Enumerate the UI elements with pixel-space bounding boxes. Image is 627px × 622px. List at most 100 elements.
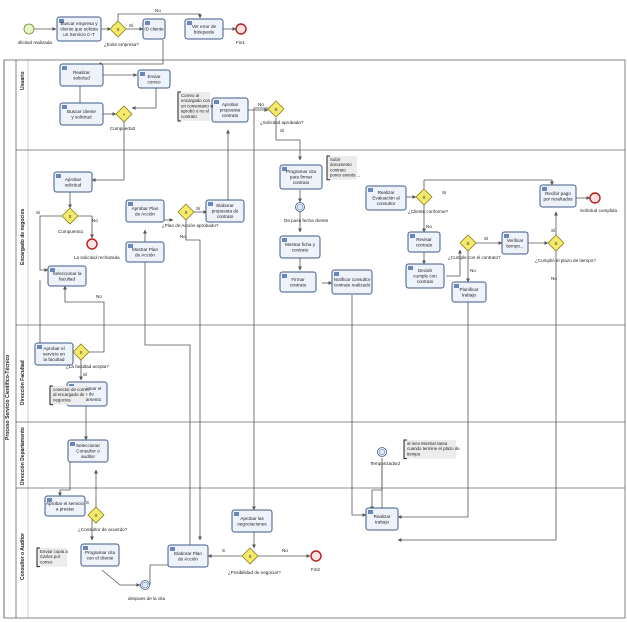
task-label-line: contrato (292, 247, 309, 252)
task-label-line: Recibir pago (545, 191, 571, 196)
annotation-line: conector de correo (53, 387, 90, 392)
task-label-line: Aprobar el servicio (46, 501, 84, 506)
annotation-line: poner events ... (330, 173, 360, 178)
user-task-icon (334, 272, 339, 276)
task-label-line: Enviar (147, 74, 160, 79)
gateway-cumplio-plazo: X ¿Cumplió el plazo de tiempo? (535, 234, 596, 263)
user-task-icon (542, 187, 547, 191)
end-event-fin2: Fin2 (310, 550, 322, 572)
task-label-line: de Acción (135, 211, 155, 216)
task-label-line: Elaborar Plan (174, 551, 202, 556)
user-task-icon (70, 442, 75, 446)
lane-label-departamento: Dirección Departamento (20, 427, 26, 485)
annotation-line: tiempo (407, 451, 421, 456)
task-label-line: auditor (81, 454, 96, 459)
task-label-line: tiempo... (506, 243, 524, 248)
task-label-line: cliente que solicita (60, 27, 98, 32)
user-task-icon (410, 234, 415, 238)
lane-label-encargado: Encargado de negocios (20, 208, 26, 265)
user-task-icon (37, 345, 42, 349)
gateway-facultad-acepta: X ¿La facultad acepta? (66, 343, 109, 369)
svg-text:X: X (184, 210, 187, 215)
gateway-compuerta1: X Compuerta1 (58, 207, 84, 234)
task-label-line: de Acción (135, 252, 155, 257)
svg-text:Sí: Sí (36, 210, 41, 215)
pool: Proceso Servicio Científico-Técnico (3, 59, 626, 619)
user-task-icon (187, 21, 192, 25)
task-label-line: contrato (217, 214, 234, 219)
task-verificar-tiempo[interactable]: Verificartiempo... (501, 231, 529, 255)
svg-text:¿Exite empresa?: ¿Exite empresa? (104, 42, 139, 47)
task-label-line: jefe de (79, 392, 94, 397)
task-label-line: Realizar (374, 514, 391, 519)
task-label-line: Buscar empresa y (60, 21, 98, 26)
annotation-line: negocios (53, 397, 71, 402)
task-label-line: un Servicio C-T (63, 32, 95, 37)
task-label-line: departamento (73, 397, 102, 402)
svg-text:X: X (554, 241, 557, 246)
gateway-cliente-conforme: X ¿Cliente conforme? (408, 188, 449, 214)
task-label-line: solicitud (73, 75, 90, 80)
user-task-icon (59, 19, 64, 23)
svg-text:¿Cliente conforme?: ¿Cliente conforme? (408, 209, 449, 214)
task-label-line: Realizar (73, 70, 90, 75)
user-task-icon (454, 284, 459, 288)
task-label-line: servicio en (43, 352, 65, 357)
svg-text:Sí: Sí (551, 228, 556, 233)
timer-event-cita: despues de la cita (128, 580, 165, 601)
user-task-icon (214, 100, 219, 104)
task-label-line: consultor (377, 201, 396, 206)
task-id-cliente[interactable]: ID cliente (142, 18, 166, 40)
lanes: Usuario Encargado de negocios Dirección … (16, 60, 625, 618)
task-label-line: Aprobar (222, 102, 239, 107)
task-label-line: contrato (290, 282, 307, 287)
task-label-line: búsqueda (194, 29, 215, 34)
task-label-line: ID cliente (144, 27, 164, 32)
task-label-line: Aprobar (65, 177, 82, 182)
user-task-icon (170, 547, 175, 551)
task-label-line: trabajo (375, 519, 389, 524)
svg-text:Compuerta1: Compuerta1 (58, 229, 84, 234)
user-task-icon (62, 105, 67, 109)
svg-text:Fin1: Fin1 (236, 40, 245, 45)
gateway-cumple-contrato: X ¿Cumple con el contrato? (448, 234, 501, 260)
svg-text:No: No (258, 102, 264, 107)
task-label-line: Realizar (378, 190, 395, 195)
svg-text:¿Consultor de acuerdo?: ¿Consultor de acuerdo? (78, 527, 128, 532)
task-label-line: Consultor o (76, 449, 100, 454)
svg-text:¿Plan de Acción aprobado?: ¿Plan de Acción aprobado? (162, 223, 219, 228)
annotation-line: encargado con (181, 98, 211, 103)
task-label-line: contrato (416, 242, 433, 247)
user-task-icon (145, 21, 150, 25)
